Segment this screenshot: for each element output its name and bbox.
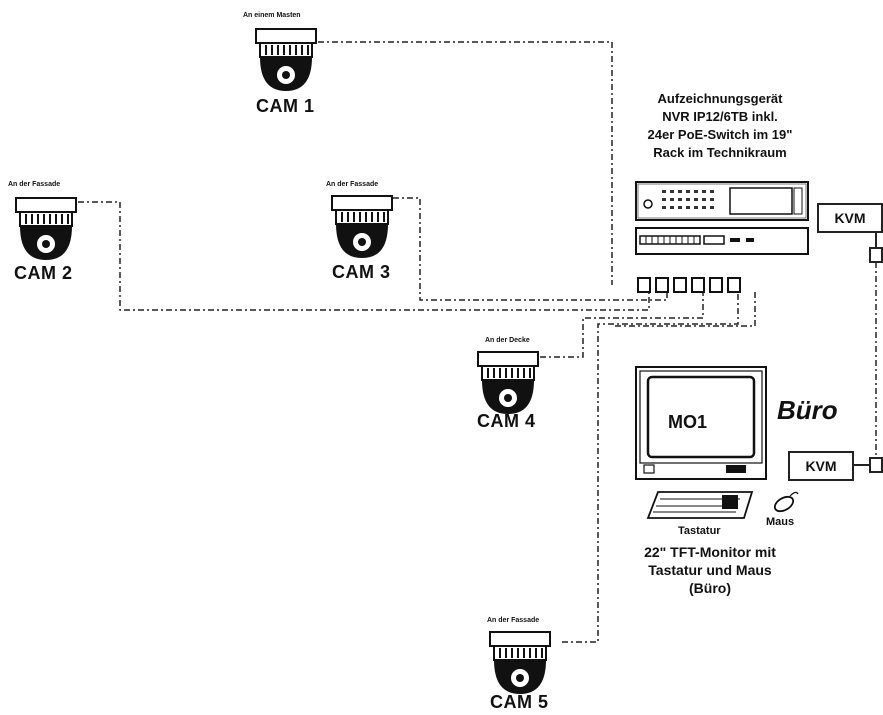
kvm-bottom: KVM: [788, 451, 854, 481]
camera-1: An einem Masten: [243, 12, 301, 19]
keyboard-icon: [646, 491, 754, 519]
camera-2: An der Fassade: [8, 181, 60, 188]
camera-3-icon: [331, 195, 393, 258]
camera-2-label: CAM 2: [14, 263, 73, 283]
cable-cam4: [540, 292, 704, 358]
recorder-line-2: NVR IP12/6TB inkl.: [662, 109, 778, 124]
camera-2-location: An der Fassade: [8, 181, 61, 188]
cable-cam3: [393, 197, 668, 301]
recorder-line-3: 24er PoE-Switch im 19": [647, 127, 793, 142]
office-caption-line-1: 22" TFT-Monitor mit: [644, 544, 776, 560]
camera-4-label: CAM 4: [477, 411, 536, 431]
camera-5: An der Fassade: [487, 617, 539, 624]
cable-cam1: [318, 41, 613, 285]
camera-4-icon: [477, 351, 539, 414]
mouse-label: Maus: [766, 516, 795, 528]
camera-1-location: An einem Masten: [243, 12, 301, 19]
recorder-description: Aufzeichnungsgerät NVR IP12/6TB inkl. 24…: [620, 90, 820, 162]
camera-4-location: An der Decke: [485, 337, 530, 344]
keyboard-label: Tastatur: [678, 525, 721, 537]
cable-cam2: [78, 201, 650, 311]
camera-2-icon: [15, 197, 77, 260]
camera-1-icon: [255, 28, 317, 91]
office-caption-line-3: (Büro): [689, 580, 731, 596]
mouse-icon: [773, 491, 799, 513]
camera-1-label: CAM 1: [256, 96, 315, 116]
camera-5-location: An der Fassade: [487, 617, 540, 624]
camera-5-label: CAM 5: [490, 692, 549, 712]
camera-3-location: An der Fassade: [326, 181, 379, 188]
nvr-rack-icon: [635, 181, 809, 293]
camera-3: An der Fassade: [326, 181, 378, 188]
recorder-line-4: Rack im Technikraum: [653, 145, 787, 160]
recorder-line-1: Aufzeichnungsgerät: [657, 91, 783, 106]
office-caption-line-2: Tastatur und Maus: [648, 562, 772, 578]
cable-cam5: [562, 292, 739, 643]
camera-5-icon: [489, 631, 551, 694]
camera-3-label: CAM 3: [332, 262, 391, 282]
kvm-connector-bottom: [869, 457, 883, 473]
cable-port6: [612, 292, 756, 327]
monitor-label: MO1: [668, 412, 708, 432]
monitor-icon: [635, 366, 767, 480]
kvm-top: KVM: [817, 203, 883, 233]
camera-4: An der Decke: [485, 337, 530, 344]
office-room-label: Büro: [777, 395, 838, 425]
kvm-connector-top: [869, 247, 883, 263]
office-caption: 22" TFT-Monitor mit Tastatur und Maus (B…: [610, 543, 810, 597]
